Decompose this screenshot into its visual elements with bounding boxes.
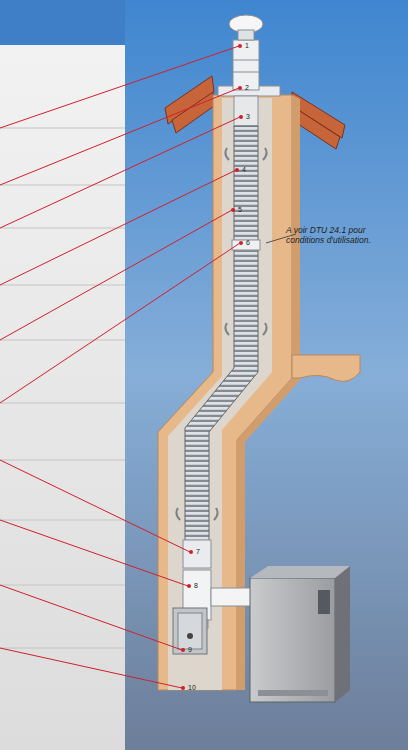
callout-number: 7 xyxy=(195,548,201,556)
callout-number: 3 xyxy=(245,113,251,121)
callout-number: 10 xyxy=(187,684,197,692)
callout-number: 1 xyxy=(244,42,250,50)
callout-number: 9 xyxy=(187,646,193,654)
callout-number: 4 xyxy=(241,166,247,174)
callout-number: 6 xyxy=(245,239,251,247)
callout-number: 2 xyxy=(244,84,250,92)
callout-number: 5 xyxy=(237,206,243,214)
usage-note: A voir DTU 24.1 pour conditions d'utilis… xyxy=(286,225,404,245)
callout-number: 8 xyxy=(193,582,199,590)
